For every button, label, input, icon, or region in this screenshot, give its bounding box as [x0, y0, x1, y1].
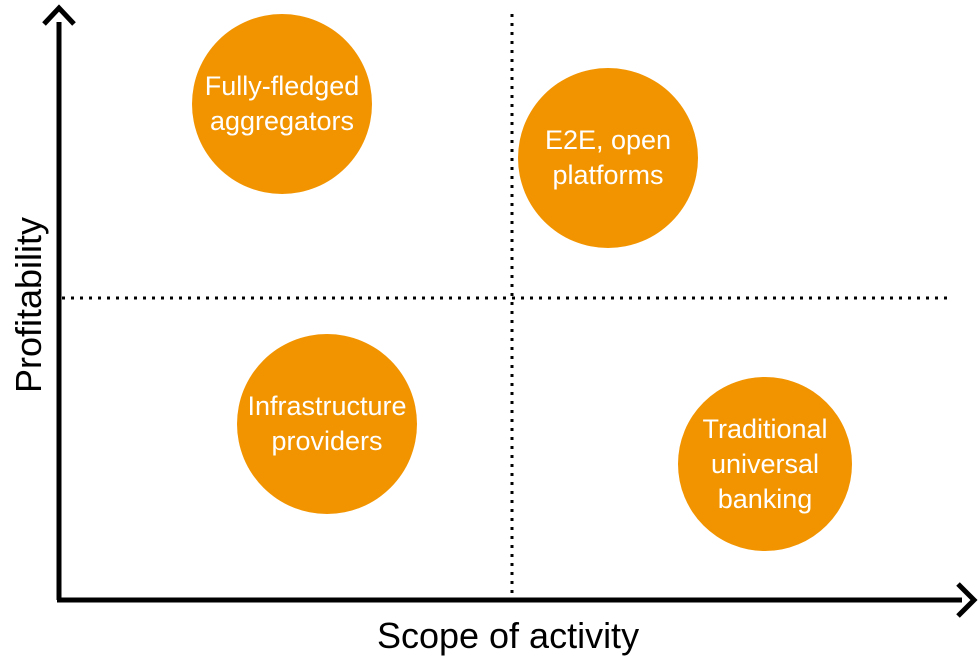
bubble-fully-fledged-aggregators: Fully-fledged aggregators — [192, 14, 372, 194]
y-axis-arrowhead — [42, 4, 76, 26]
bubble-line: banking — [717, 483, 813, 514]
bubble-label: Traditional universal banking — [702, 412, 827, 517]
x-axis-arrowhead — [956, 582, 978, 618]
bubble-line: Infrastructure — [247, 391, 407, 421]
bubble-e2e-open-platforms: E2E, open platforms — [518, 68, 698, 248]
bubble-line: aggregators — [209, 106, 355, 136]
bubble-label: Infrastructure providers — [247, 389, 406, 459]
bubble-traditional-universal-banking: Traditional universal banking — [678, 377, 852, 551]
bubble-line: Fully-fledged — [204, 71, 360, 101]
bubble-label: Fully-fledged aggregators — [205, 69, 360, 139]
bubble-line: E2E, open — [544, 125, 672, 155]
bubble-line: Traditional — [702, 413, 828, 444]
bubble-line: providers — [271, 426, 383, 456]
bubble-line: platforms — [552, 160, 664, 190]
bubble-infrastructure-providers: Infrastructure providers — [237, 334, 417, 514]
bubble-label: E2E, open platforms — [545, 123, 671, 193]
bubble-line: universal — [710, 448, 820, 479]
x-axis-label: Scope of activity — [376, 615, 640, 656]
y-axis-label: Profitability — [8, 216, 49, 394]
